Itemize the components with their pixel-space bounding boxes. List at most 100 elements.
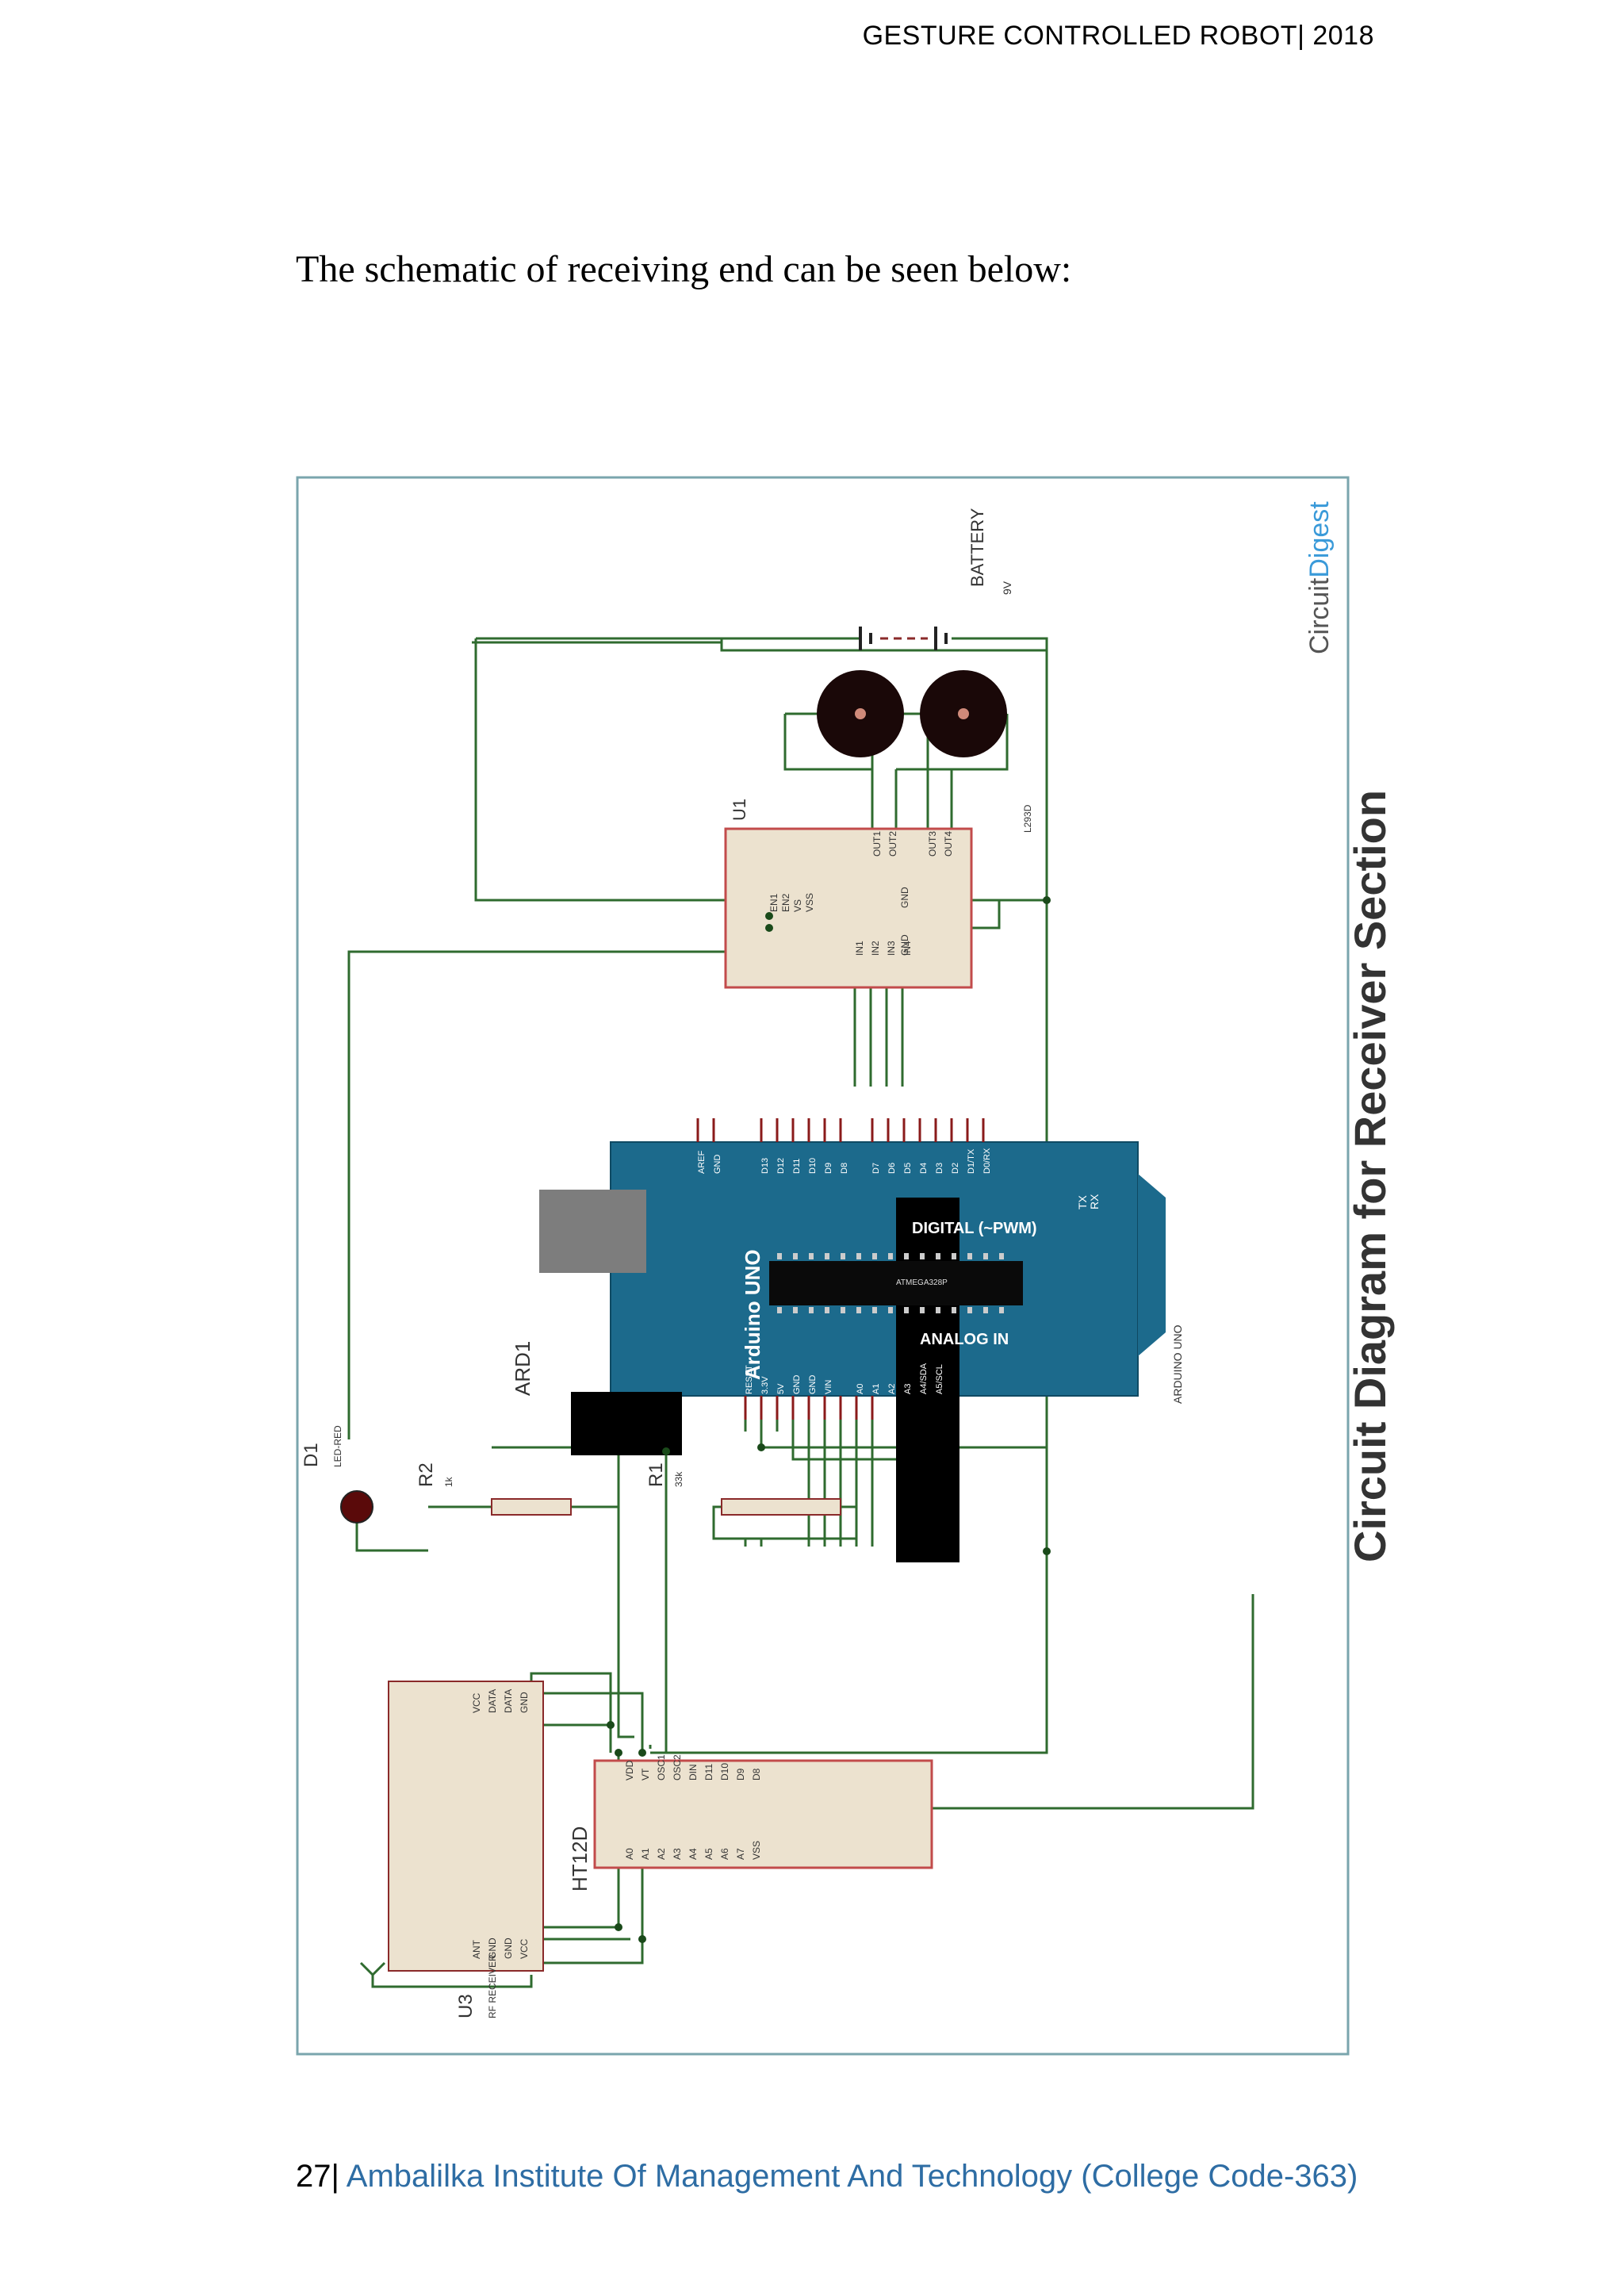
logo-part-2: Digest: [1304, 501, 1335, 578]
pin-gnd-top: GND: [713, 1155, 722, 1175]
recv-pin-ant: ANT: [471, 1939, 482, 1959]
recv-pin-gnd-b1: GND: [503, 1938, 514, 1959]
atmega-chip-body: [769, 1261, 1023, 1305]
driver-pin-out1: OUT1: [871, 831, 883, 857]
motor-2: [920, 670, 1007, 757]
pin-d6: D6: [887, 1163, 897, 1174]
dec-pin-d10: D10: [719, 1763, 730, 1780]
driver-pin-en1: EN1: [768, 893, 779, 912]
dec-pin-a6: A6: [719, 1848, 730, 1860]
arduino-name: Arduino UNO: [741, 1249, 764, 1380]
driver-pin-gnd2: GND: [899, 934, 910, 956]
driver-part: L293D: [1022, 804, 1033, 833]
recv-pin-gnd-b2: GND: [487, 1938, 498, 1959]
recv-pin-vcc-b: VCC: [519, 1938, 530, 1959]
pin-5v: 5V: [776, 1383, 786, 1394]
arduino-ref: ARD1: [511, 1341, 534, 1396]
chip-label: ATMEGA328P: [896, 1278, 948, 1287]
pin-gnd2: GND: [808, 1375, 818, 1395]
r1-ref: R1: [645, 1462, 667, 1487]
circuitdigest-logo: CircuitDigest: [1304, 501, 1335, 654]
logo-part-1: Circuit: [1304, 577, 1335, 654]
rf-receiver-u3: U3 RF RECEIVER GND DATA DATA VCC VCC GND…: [388, 1681, 544, 2018]
pin-d2: D2: [951, 1163, 960, 1174]
dec-pin-d9: D9: [735, 1768, 746, 1780]
receiver-ref: U3: [455, 1994, 477, 2018]
pin-d3: D3: [935, 1163, 944, 1174]
tx-label: TX: [1076, 1194, 1089, 1209]
driver-pin-out4: OUT4: [943, 831, 954, 857]
r2-ref: R2: [416, 1462, 437, 1487]
dec-pin-a2: A2: [656, 1848, 667, 1860]
led-ref: D1: [301, 1443, 322, 1467]
pin-d13: D13: [760, 1158, 770, 1174]
battery-symbol: BATTERY 9V: [859, 508, 1013, 650]
page-number: 27|: [296, 2159, 339, 2194]
running-header: GESTURE CONTROLLED ROBOT| 2018: [862, 21, 1374, 51]
dec-pin-d8: D8: [751, 1768, 762, 1780]
dec-pin-vt: VT: [640, 1768, 651, 1780]
dec-pin-din: DIN: [688, 1764, 699, 1780]
pin-3v3: 3.3V: [760, 1376, 770, 1394]
dec-pin-a1: A1: [640, 1848, 651, 1860]
driver-pin-out3: OUT3: [927, 831, 938, 857]
pin-d10: D10: [808, 1158, 818, 1174]
decoder-ref: HT12D: [568, 1826, 592, 1892]
resistor-r1: R1 33k: [645, 1462, 841, 1516]
page-footer: 27| Ambalilka Institute Of Management An…: [296, 2159, 1358, 2194]
r2-value: 1k: [443, 1476, 454, 1487]
r1-value: 33k: [673, 1471, 684, 1487]
pin-d9: D9: [824, 1163, 833, 1174]
led-part: LED-RED: [332, 1425, 343, 1467]
driver-pin-vss: VSS: [804, 893, 815, 912]
dec-pin-osc2: OSC2: [672, 1754, 683, 1780]
pin-d0-rx: D0/RX: [982, 1148, 992, 1174]
intro-paragraph: The schematic of receiving end can be se…: [296, 248, 1072, 290]
dec-pin-vss: VSS: [751, 1841, 762, 1860]
dec-pin-osc1: OSC1: [656, 1754, 667, 1780]
driver-pin-vs: VS: [792, 899, 803, 912]
receiver-part: RF RECEIVER: [487, 1954, 498, 2018]
dec-pin-d11: D11: [703, 1764, 714, 1780]
pin-a0: A0: [856, 1384, 865, 1394]
led-d1: D1 LED-RED: [301, 1425, 373, 1524]
junction-dots: [607, 896, 1051, 1943]
pin-d1-tx: D1/TX: [967, 1148, 976, 1174]
recv-pin-vcc-a: VCC: [471, 1692, 482, 1713]
motor-driver-u1: U1 L293D IN1 IN2 IN3 IN4 OUT1 OUT2 OUT3 …: [724, 799, 1033, 989]
pin-a1: A1: [871, 1384, 881, 1394]
analog-label: ANALOG IN: [920, 1331, 1009, 1348]
pin-d7: D7: [871, 1163, 881, 1174]
dec-pin-a5: A5: [703, 1848, 714, 1860]
arduino-board: ATMEGA328P Arduino UNO DIGITAL (~PWM) AN…: [511, 1118, 1184, 1562]
pin-a4: A4/SDA: [919, 1363, 929, 1394]
pin-d11: D11: [792, 1159, 802, 1174]
pin-d8: D8: [840, 1163, 849, 1174]
battery-value: 9V: [1001, 581, 1013, 595]
pin-aref: AREF: [697, 1150, 707, 1174]
driver-pin-in4: IN4: [902, 941, 913, 956]
dec-pin-a4: A4: [688, 1848, 699, 1860]
resistor-r2: R2 1k: [416, 1462, 572, 1516]
driver-ref: U1: [730, 799, 749, 821]
driver-pin-in2: IN2: [870, 941, 881, 956]
dec-pin-a0: A0: [624, 1848, 635, 1860]
pin-d4: D4: [919, 1163, 929, 1174]
usb-connector: [539, 1190, 646, 1273]
rx-label: RX: [1088, 1194, 1101, 1209]
pin-a3: A3: [903, 1384, 913, 1394]
pin-a5: A5/SCL: [935, 1364, 944, 1394]
pin-gnd1: GND: [792, 1375, 802, 1395]
driver-pin-in3: IN3: [886, 941, 897, 956]
dec-pin-vdd: VDD: [624, 1760, 635, 1780]
dec-pin-a3: A3: [672, 1848, 683, 1860]
arduino-part: ARDUINO UNO: [1171, 1324, 1184, 1404]
schematic-svg: BATTERY 9V U1 L293D IN1 IN2 IN3 IN4 OUT1…: [296, 476, 1350, 2056]
driver-pin-out2: OUT2: [887, 831, 898, 857]
dec-pin-a7: A7: [735, 1848, 746, 1860]
svg-text:CircuitDigest: CircuitDigest: [1304, 501, 1335, 654]
driver-pin-in1: IN1: [854, 941, 865, 956]
pin-a2: A2: [887, 1384, 897, 1394]
circuit-figure: BATTERY 9V U1 L293D IN1 IN2 IN3 IN4 OUT1…: [270, 460, 1395, 2070]
recv-pin-data1: DATA: [503, 1689, 514, 1713]
